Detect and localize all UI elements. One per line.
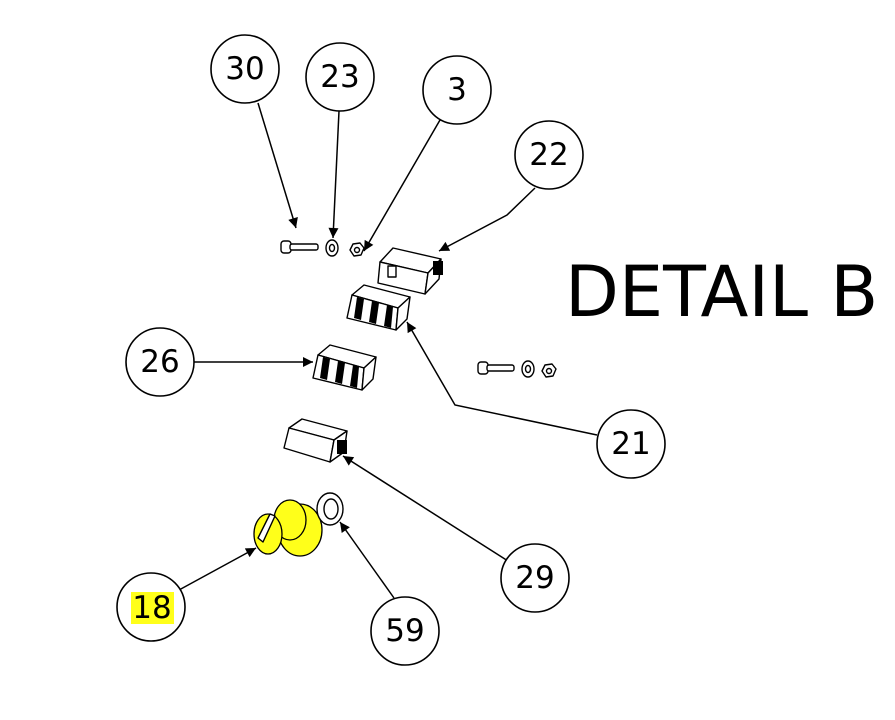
key-switch-highlighted <box>253 499 323 557</box>
callout-30: 30 <box>210 34 280 104</box>
leader-18 <box>178 547 257 591</box>
leader-22 <box>438 187 536 252</box>
washer-lower <box>521 360 535 378</box>
callout-21-label: 21 <box>611 426 650 462</box>
mounting-block-upper <box>346 284 411 331</box>
leader-3 <box>363 119 441 252</box>
nut-upper <box>349 242 365 257</box>
callout-23-label: 23 <box>320 59 359 95</box>
detail-title: DETAIL B <box>565 251 878 333</box>
callout-3-label: 3 <box>447 72 467 108</box>
ring-washer <box>316 492 344 526</box>
callout-26-label: 26 <box>140 344 179 380</box>
leader-30 <box>257 102 298 229</box>
callout-26: 26 <box>125 327 195 397</box>
rocker-switch-lower <box>283 418 348 463</box>
callout-18-label: 18 <box>132 590 171 626</box>
bolt-upper <box>280 240 319 254</box>
callout-59: 59 <box>370 596 440 666</box>
callout-22-label: 22 <box>529 137 568 173</box>
leader-29 <box>342 455 509 562</box>
nut-lower <box>541 363 557 378</box>
callout-18-highlight <box>131 592 174 624</box>
washer-upper <box>325 239 339 257</box>
mounting-block-lower <box>312 344 377 391</box>
callout-3: 3 <box>422 55 492 125</box>
callout-59-label: 59 <box>385 613 424 649</box>
callout-23: 23 <box>305 42 375 112</box>
leader-21 <box>406 321 598 436</box>
rocker-switch-upper <box>377 247 443 295</box>
callout-29-label: 29 <box>515 560 554 596</box>
callout-21: 21 <box>596 409 666 479</box>
callout-29: 29 <box>500 543 570 613</box>
leader-59 <box>339 521 395 599</box>
bolt-lower <box>477 361 515 375</box>
callout-22: 22 <box>514 120 584 190</box>
callout-18: 18 <box>116 572 186 642</box>
callout-30-label: 30 <box>225 51 264 87</box>
leader-23 <box>328 110 340 239</box>
